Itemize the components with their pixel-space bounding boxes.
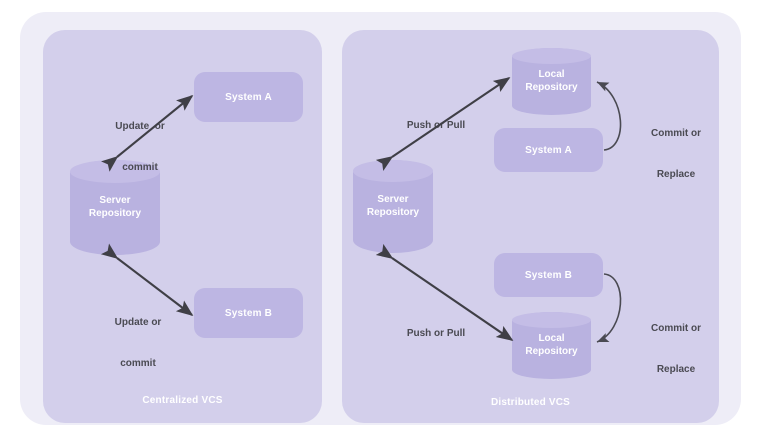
node-central-server-repository-label-line2: Repository xyxy=(88,207,142,219)
node-central-system-b[interactable]: System B xyxy=(194,288,303,338)
node-central-server-repository-label-line1: Server xyxy=(99,195,131,206)
edge-label-dist-push-bottom-line1: Push or Pull xyxy=(406,328,466,339)
edge-label-central-bottom-line1: Update or xyxy=(114,317,162,328)
node-dist-system-b-label: System B xyxy=(524,269,573,281)
node-dist-local-repository-bottom-label-line1: Local xyxy=(538,333,565,344)
node-dist-server-repository-label-line1: Server xyxy=(377,194,409,205)
node-dist-system-b[interactable]: System B xyxy=(494,253,603,297)
edge-label-dist-commit-top-line1: Commit or xyxy=(651,128,701,139)
node-dist-local-repository-top-label: Local Repository xyxy=(512,48,591,115)
node-dist-system-a[interactable]: System A xyxy=(494,128,603,172)
node-central-system-a-label: System A xyxy=(225,91,272,103)
node-dist-local-repository-top[interactable]: Local Repository xyxy=(512,48,591,115)
edge-label-dist-commit-bottom-line2: Replace xyxy=(656,363,696,375)
edge-label-dist-commit-or-replace-top: Commit or Replace xyxy=(628,100,724,208)
node-dist-local-repository-bottom[interactable]: Local Repository xyxy=(512,312,591,379)
edge-label-dist-push-top-line1: Push or Pull xyxy=(406,120,466,131)
edge-label-dist-commit-or-replace-bottom: Commit or Replace xyxy=(628,295,724,403)
node-dist-local-repository-top-label-line2: Repository xyxy=(525,81,578,93)
edge-label-central-bottom-line2: commit xyxy=(120,357,156,369)
node-dist-server-repository[interactable]: Server Repository xyxy=(353,160,433,253)
edge-label-central-top-line1: Update or xyxy=(115,121,165,132)
node-dist-server-repository-label-line2: Repository xyxy=(366,206,420,218)
node-dist-local-repository-bottom-label: Local Repository xyxy=(512,312,591,379)
panel-distributed-caption: Distributed VCS xyxy=(490,397,571,408)
cylinder-top-ellipse xyxy=(512,312,591,329)
edge-label-central-update-commit-bottom: Update or commit xyxy=(90,289,186,397)
edge-label-dist-commit-bottom-line1: Commit or xyxy=(651,323,701,334)
node-central-server-repository-label: Server Repository xyxy=(70,160,160,255)
edge-label-dist-push-or-pull-top: Push or Pull xyxy=(382,92,490,160)
edge-label-dist-commit-top-line2: Replace xyxy=(656,168,696,180)
edge-label-dist-push-or-pull-bottom: Push or Pull xyxy=(382,300,490,368)
panel-centralized-caption: Centralized VCS xyxy=(142,395,223,406)
cylinder-top-ellipse xyxy=(512,48,591,65)
node-dist-system-a-label: System A xyxy=(525,144,572,156)
node-dist-server-repository-label: Server Repository xyxy=(353,160,433,253)
node-dist-local-repository-bottom-label-line2: Repository xyxy=(525,345,578,357)
node-central-system-a[interactable]: System A xyxy=(194,72,303,122)
node-central-server-repository[interactable]: Server Repository xyxy=(70,160,160,255)
node-dist-local-repository-top-label-line1: Local xyxy=(538,69,565,80)
node-central-system-b-label: System B xyxy=(224,307,273,319)
